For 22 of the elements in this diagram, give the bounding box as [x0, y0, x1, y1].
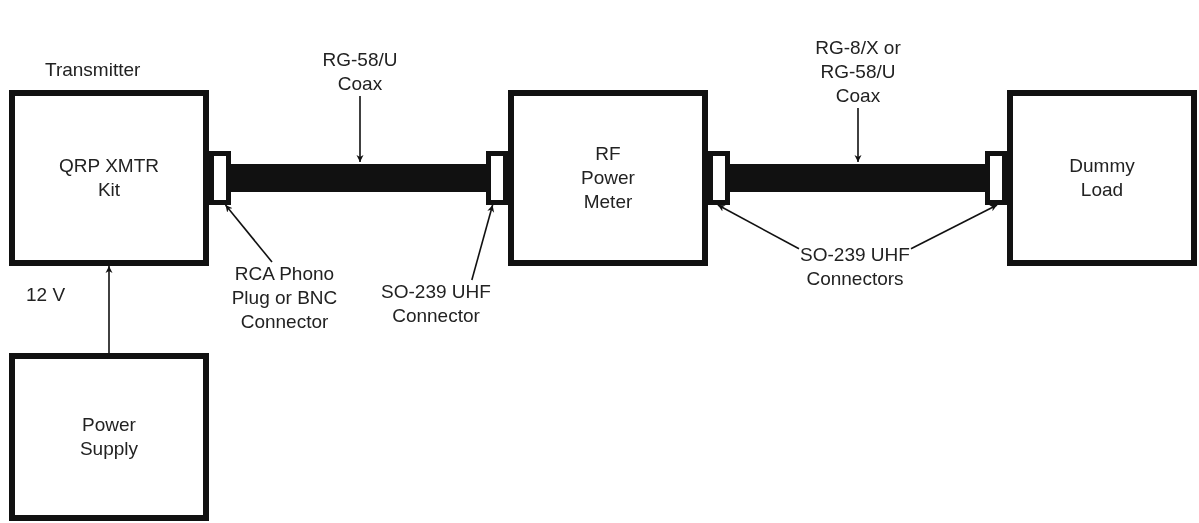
leader-line	[471, 204, 495, 281]
coax-cable	[231, 164, 486, 192]
cable-label: RG-58/U Coax	[310, 48, 410, 96]
leader-line	[717, 204, 800, 250]
load-box	[1007, 90, 1197, 266]
connector-label: SO-239 UHF Connectors	[785, 243, 925, 291]
box-caption: Transmitter	[45, 58, 141, 82]
coax-cable	[730, 164, 985, 192]
meter-box	[508, 90, 708, 266]
arrow	[105, 265, 113, 354]
leader-line	[854, 107, 862, 163]
box-label: QRP XMTR Kit	[59, 154, 159, 202]
connector-label: RCA Phono Plug or BNC Connector	[222, 262, 347, 334]
leader-line	[356, 95, 364, 163]
leader-line	[224, 204, 273, 263]
box-label: Power Supply	[78, 413, 140, 461]
box-label: Dummy Load	[1068, 154, 1136, 202]
connector-label: SO-239 UHF Connector	[372, 280, 500, 328]
cable-label: RG-8/X or RG-58/U Coax	[803, 36, 913, 108]
box-label: RF Power Meter	[580, 142, 636, 214]
leader-line	[910, 204, 998, 250]
power-supply-box	[9, 353, 209, 521]
